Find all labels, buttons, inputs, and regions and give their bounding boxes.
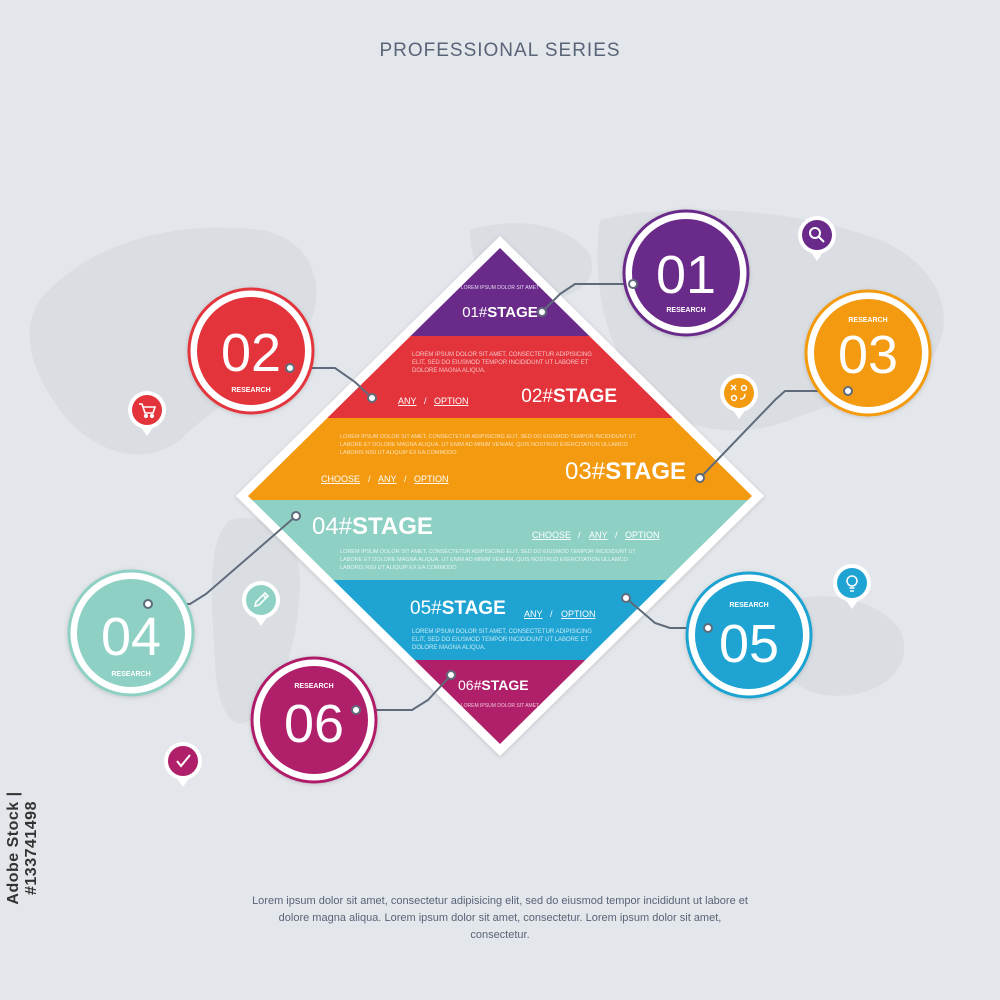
- stage-02-title: 02#STAGE: [521, 386, 617, 407]
- page-title: PROFESSIONAL SERIES: [379, 40, 621, 61]
- connector-01: [541, 283, 633, 313]
- stage-04-anchor: [143, 599, 153, 609]
- stage-05-label: RESEARCH: [729, 602, 768, 609]
- link-option[interactable]: OPTION: [561, 609, 596, 619]
- stage-05-title: 05#STAGE: [410, 598, 506, 619]
- filler-text: LOREM IPSUM DOLOR SIT AMET, CONSECTETUR …: [340, 434, 636, 440]
- filler-text: DOLORE MAGNA ALIQUA.: [412, 368, 486, 374]
- connector-dot: [291, 511, 301, 521]
- filler-text: DOLORE MAGNA ALIQUA.: [412, 645, 486, 651]
- pin-strategy: [720, 374, 758, 419]
- stage-04-title: 04#STAGE: [312, 513, 433, 540]
- stage-05-number: 05: [719, 614, 779, 674]
- connector-dot: [367, 393, 377, 403]
- link-option[interactable]: OPTION: [434, 396, 469, 406]
- stage-03-anchor: [843, 386, 853, 396]
- stage-05-anchor: [703, 623, 713, 633]
- footer-description: Lorem ipsum dolor sit amet, consectetur …: [252, 895, 748, 941]
- link-separator: /: [368, 474, 371, 484]
- link-choose[interactable]: CHOOSE: [532, 530, 571, 540]
- filler-text: LOREM IPSUM DOLOR SIT AMET: [461, 285, 539, 291]
- stage-04-label: RESEARCH: [111, 671, 150, 678]
- connector-dots: [291, 307, 705, 680]
- band-3-content: LOREM IPSUM DOLOR SIT AMET, CONSECTETUR …: [321, 434, 686, 485]
- filler-text: LABORIS NISI UT ALIQUIP EX EA COMMODO: [340, 565, 457, 571]
- filler-text: LOREM IPSUM DOLOR SIT AMET, CONSECTETUR …: [412, 352, 592, 358]
- pin-pencil: [242, 581, 280, 626]
- band-5-content: 05#STAGE ANY / OPTION LOREM IPSUM DOLOR …: [410, 598, 596, 651]
- band-6-content: 06#STAGE LOREM IPSUM DOLOR SIT AMET: [458, 677, 539, 709]
- stage-01-title: 01#STAGE: [462, 304, 538, 321]
- connector-02: [290, 367, 373, 399]
- stage-circle-02[interactable]: 02 RESEARCH: [187, 287, 315, 415]
- band-stage-05: [248, 580, 752, 660]
- stock-id-watermark: Adobe Stock | #133741498: [5, 791, 40, 905]
- filler-text: LOREM IPSUM DOLOR SIT AMET, CONSECTETUR …: [412, 629, 592, 635]
- link-choose[interactable]: CHOOSE: [321, 474, 360, 484]
- connector-dot: [537, 307, 547, 317]
- stage-03-number: 03: [838, 325, 898, 385]
- checkmark-icon: [176, 754, 191, 768]
- cart-icon: [139, 403, 157, 419]
- band-stage-04: [248, 500, 752, 580]
- filler-text: LABORIS NISI UT ALIQUIP EX EA COMMODO: [340, 450, 457, 456]
- pin-checkmark: [164, 742, 202, 787]
- link-any[interactable]: ANY: [524, 609, 543, 619]
- stage-03-label: RESEARCH: [848, 317, 887, 324]
- stage-01-number: 01: [656, 245, 716, 305]
- connector-dot: [446, 670, 456, 680]
- stage-circle-03[interactable]: RESEARCH 03: [804, 289, 932, 417]
- stage-01-label: RESEARCH: [666, 307, 705, 314]
- band-4-content: 04#STAGE CHOOSE / ANY / OPTION LOREM IPS…: [312, 513, 660, 571]
- pencil-icon: [253, 591, 270, 608]
- filler-text: LABORE ET DOLORE MAGNA ALIQUA. UT ENIM A…: [340, 442, 629, 448]
- stage-circle-04[interactable]: 04 RESEARCH: [67, 569, 195, 697]
- connectors: [148, 283, 848, 711]
- connector-03: [699, 390, 848, 479]
- stage-circle-06[interactable]: RESEARCH 06: [250, 656, 378, 784]
- link-any[interactable]: ANY: [378, 474, 397, 484]
- stage-circle-01[interactable]: 01 RESEARCH: [622, 209, 750, 337]
- link-separator: /: [578, 530, 581, 540]
- filler-text: ELIT, SED DO EIUSMOD TEMPOR INCIDIDUNT U…: [412, 360, 589, 366]
- connector-dot: [621, 593, 631, 603]
- link-option[interactable]: OPTION: [414, 474, 449, 484]
- band-stage-03: [248, 418, 752, 500]
- link-separator: /: [424, 396, 427, 406]
- stage-02-anchor: [285, 363, 295, 373]
- pin-lightbulb: [833, 564, 871, 609]
- stage-02-number: 02: [221, 323, 281, 383]
- stage-06-number: 06: [284, 694, 344, 754]
- stage-06-title: 06#STAGE: [458, 677, 529, 693]
- lightbulb-icon: [846, 575, 858, 592]
- band-2-content: LOREM IPSUM DOLOR SIT AMET, CONSECTETUR …: [398, 352, 617, 407]
- filler-text: LOREM IPSUM DOLOR SIT AMET: [461, 703, 539, 709]
- connector-dot: [695, 473, 705, 483]
- pin-cart: [128, 391, 166, 436]
- stage-01-anchor: [628, 279, 638, 289]
- link-separator: /: [550, 609, 553, 619]
- link-separator: /: [615, 530, 618, 540]
- pin-search: [798, 216, 836, 261]
- stage-02-label: RESEARCH: [231, 387, 270, 394]
- filler-text: LABORE ET DOLORE MAGNA ALIQUA. UT ENIM A…: [340, 557, 629, 563]
- link-separator: /: [404, 474, 407, 484]
- link-any[interactable]: ANY: [398, 396, 417, 406]
- stage-06-anchor: [351, 705, 361, 715]
- strategy-icon: [730, 384, 748, 402]
- band-1-content: LOREM IPSUM DOLOR SIT AMET 01#STAGE: [461, 285, 539, 321]
- link-any[interactable]: ANY: [589, 530, 608, 540]
- stage-03-title: 03#STAGE: [565, 458, 686, 485]
- filler-text: ELIT, SED DO EIUSMOD TEMPOR INCIDIDUNT U…: [412, 637, 589, 643]
- search-icon: [809, 227, 825, 243]
- connector-06: [356, 674, 452, 711]
- link-option[interactable]: OPTION: [625, 530, 660, 540]
- filler-text: LOREM IPSUM DOLOR SIT AMET, CONSECTETUR …: [340, 549, 636, 555]
- stage-04-number: 04: [101, 607, 161, 667]
- stage-06-label: RESEARCH: [294, 683, 333, 690]
- stage-circle-05[interactable]: RESEARCH 05: [685, 571, 813, 699]
